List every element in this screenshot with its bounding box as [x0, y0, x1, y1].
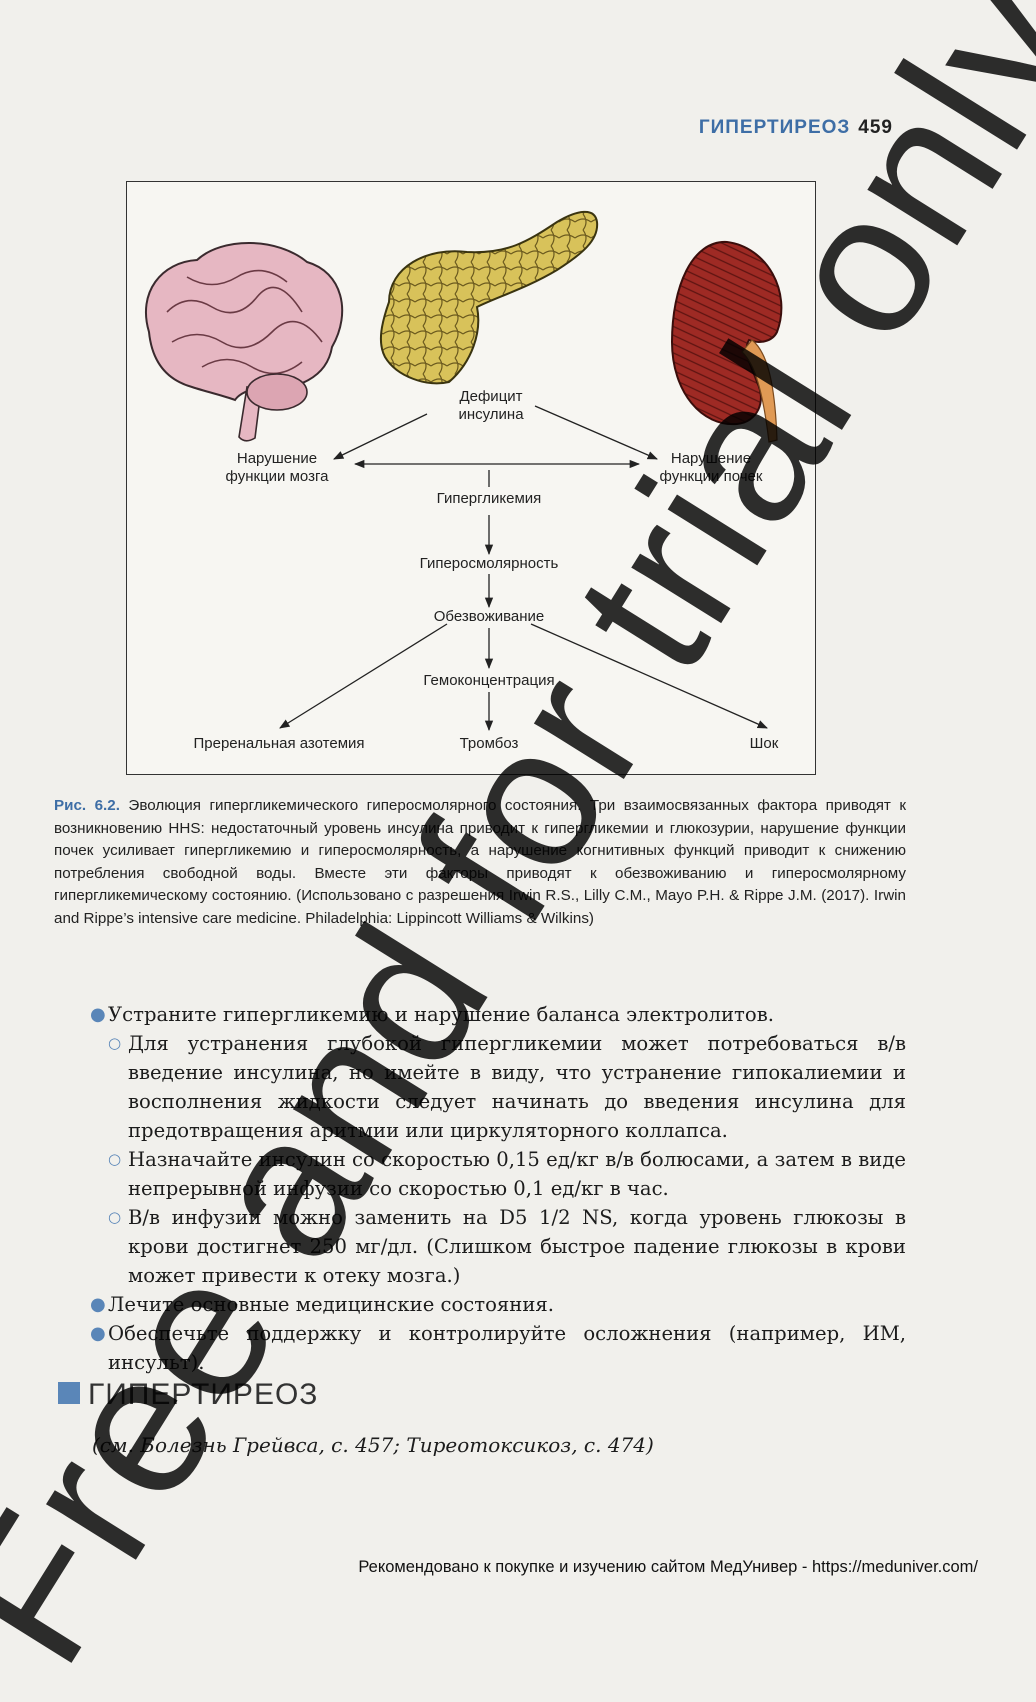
caption-text: Эволюция гипергликемического гиперосмоля…: [54, 797, 906, 927]
label-brain-dysfunction: Нарушение функции мозга: [225, 450, 329, 485]
kidney-illustration: [670, 240, 783, 443]
list-item: ●Устраните гипергликемию и нарушение бал…: [90, 1000, 906, 1029]
label-shock: Шок: [749, 735, 779, 752]
diagram-canvas: [144, 210, 783, 732]
list-item: ○Для устранения глубокой гипергликемии м…: [90, 1029, 906, 1145]
figure-caption: Рис. 6.2. Эволюция гипергликемического г…: [54, 795, 906, 931]
list-item: ●Лечите основные медицинские состояния.: [90, 1290, 906, 1319]
label-kidney-dysfunction: Нарушение функции почек: [659, 450, 763, 485]
label-hyperosmolarity: Гиперосмолярность: [419, 555, 559, 572]
label-insulin-deficit: Дефицит инсулина: [458, 388, 524, 423]
bullet-circle-icon: ○: [108, 1150, 122, 1168]
section-square-icon: [58, 1382, 80, 1404]
see-also-reference: (см. Болезнь Грейвса, с. 457; Тиреотокси…: [92, 1433, 654, 1457]
diagram-arrows: [279, 405, 768, 732]
bullet-circle-icon: ○: [108, 1208, 122, 1226]
bullet-list: ●Устраните гипергликемию и нарушение бал…: [90, 1000, 906, 1377]
page-number: 459: [858, 117, 893, 138]
label-thrombosis: Тромбоз: [459, 735, 519, 752]
footer-recommendation: Рекомендовано к покупке и изучению сайто…: [358, 1558, 978, 1576]
list-item: ○В/в инфузии можно заменить на D5 1/2 NS…: [90, 1203, 906, 1290]
bullet-dot-icon: ●: [90, 1294, 106, 1315]
caption-label: Рис. 6.2.: [54, 797, 120, 814]
label-hemoconcentration: Гемоконцентрация: [423, 672, 555, 689]
bullet-dot-icon: ●: [90, 1004, 106, 1025]
label-hyperglycemia: Гипергликемия: [436, 490, 542, 507]
running-head-title: ГИПЕРТИРЕОЗ: [698, 117, 851, 138]
pancreas-illustration: [379, 210, 599, 385]
bullet-dot-icon: ●: [90, 1323, 106, 1344]
label-dehydration: Обезвоживание: [433, 608, 545, 625]
list-item: ○Назначайте инсулин со скоростью 0,15 ед…: [90, 1145, 906, 1203]
list-item: ●Обеспечьте поддержку и контролируйте ос…: [90, 1319, 906, 1377]
section-heading: ГИПЕРТИРЕОЗ: [58, 1378, 318, 1412]
figure-diagram: Дефицит инсулина Нарушение функции мозга…: [126, 181, 816, 775]
brain-illustration: [144, 242, 344, 442]
label-prerenal-azotemia: Преренальная азотемия: [193, 735, 365, 752]
running-head: ГИПЕРТИРЕОЗ 459: [699, 117, 893, 139]
bullet-circle-icon: ○: [108, 1034, 122, 1052]
